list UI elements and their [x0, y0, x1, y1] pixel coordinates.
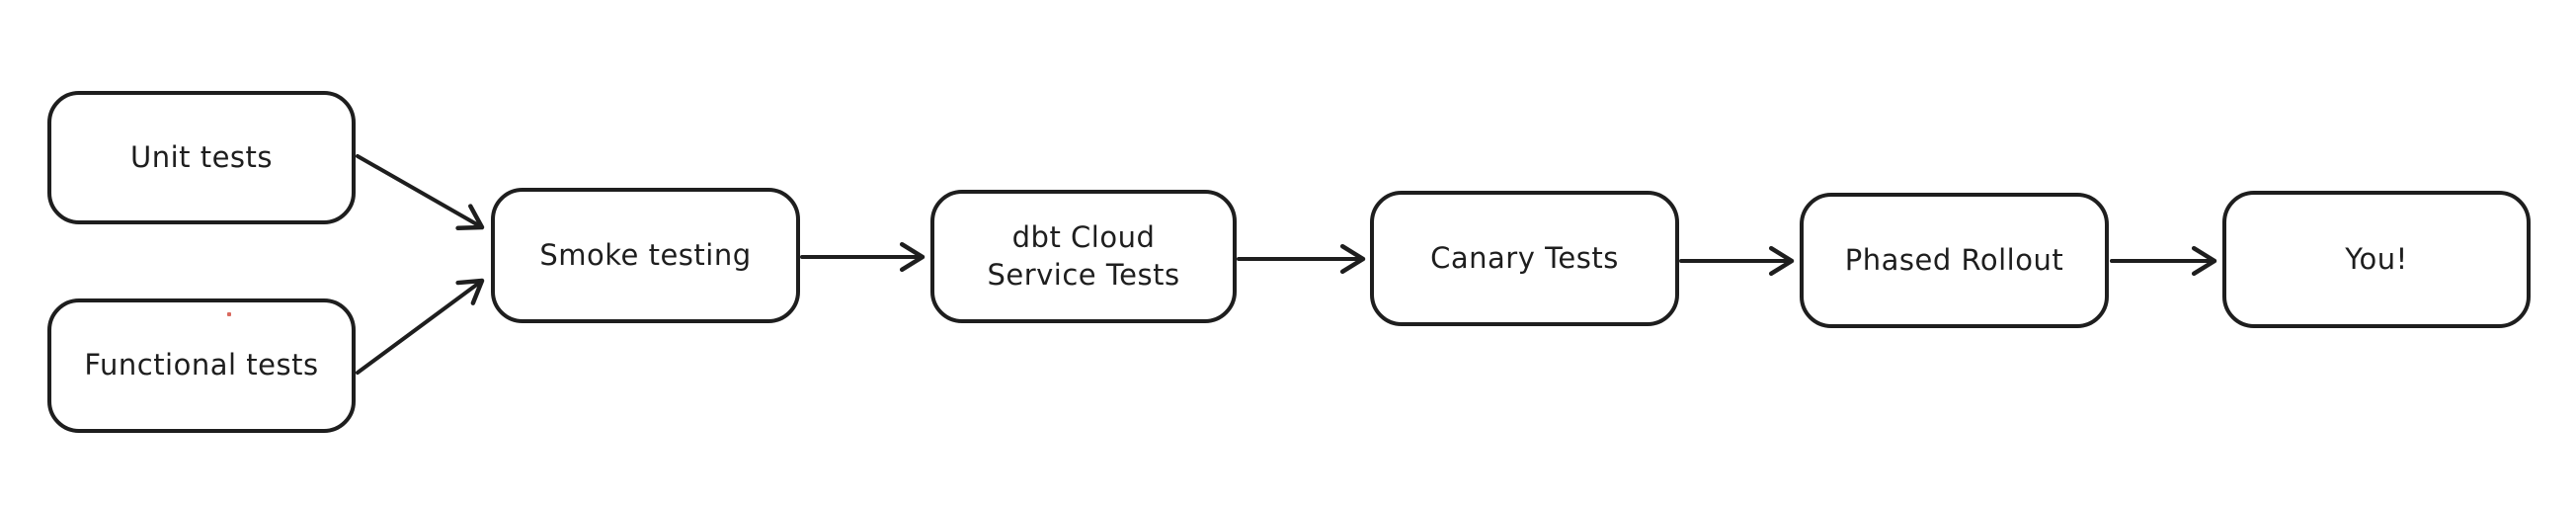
node-smoke-testing: Smoke testing [491, 188, 800, 323]
node-phased-rollout: Phased Rollout [1800, 193, 2109, 328]
node-canary-tests-label: Canary Tests [1430, 240, 1619, 275]
arrow-unit-tests-to-smoke-testing [356, 154, 485, 231]
node-functional-tests: Functional tests [47, 298, 356, 433]
node-dbt-cloud-service-tests-label: dbt Cloud Service Tests [987, 219, 1180, 292]
node-functional-tests-label: Functional tests [84, 348, 319, 382]
arrow-functional-tests-to-smoke-testing [356, 278, 485, 375]
node-unit-tests-label: Unit tests [129, 139, 274, 174]
node-smoke-testing-label: Smoke testing [539, 237, 752, 272]
node-unit-tests: Unit tests [47, 91, 356, 224]
red-speck [227, 312, 231, 316]
node-phased-rollout-label: Phased Rollout [1844, 242, 2064, 277]
node-you: You! [2222, 191, 2531, 328]
node-dbt-cloud-service-tests: dbt Cloud Service Tests [930, 190, 1237, 323]
node-you-label: You! [2345, 241, 2408, 276]
node-canary-tests: Canary Tests [1370, 191, 1679, 326]
